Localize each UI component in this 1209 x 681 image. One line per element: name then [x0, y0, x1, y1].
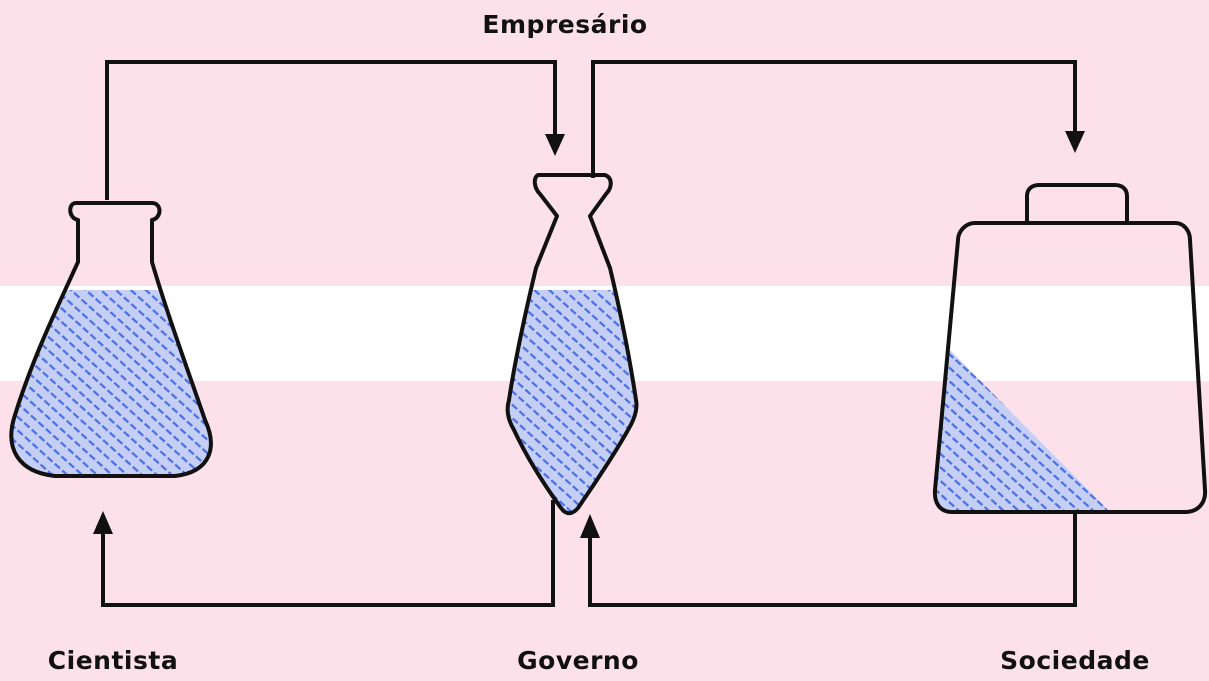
arrowhead-down-governo: [545, 134, 565, 156]
arrowhead-down-sociedade: [1065, 131, 1085, 153]
arrowhead-up-governo: [580, 514, 600, 538]
label-empresario: Empresário: [482, 10, 647, 39]
connector-sociedade-governo: [590, 512, 1075, 605]
label-cientista: Cientista: [48, 646, 178, 675]
weight-icon: [930, 185, 1205, 512]
necktie-icon: [500, 175, 650, 520]
connector-governo-cientista: [103, 500, 553, 605]
arrowhead-up-cientista: [93, 511, 113, 534]
flask-icon: [0, 203, 240, 490]
label-governo: Governo: [517, 646, 639, 675]
connector-governo-sociedade: [593, 62, 1075, 178]
label-sociedade: Sociedade: [1000, 646, 1150, 675]
connector-cientista-governo: [107, 62, 555, 200]
